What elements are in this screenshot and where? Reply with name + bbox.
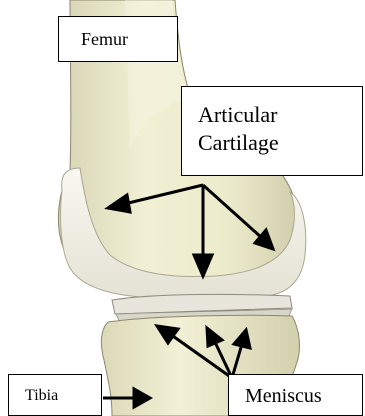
tibia-label: Tibia bbox=[8, 374, 102, 416]
articular-cartilage-label-line1: Articular bbox=[198, 101, 362, 129]
meniscus-label-text: Meniscus bbox=[245, 385, 362, 408]
tibia-label-text: Tibia bbox=[25, 387, 101, 405]
articular-cartilage-label: Articular Cartilage bbox=[181, 86, 363, 176]
articular-cartilage-label-line2: Cartilage bbox=[198, 129, 362, 157]
femur-label-text: Femur bbox=[81, 29, 177, 50]
meniscus-label: Meniscus bbox=[228, 374, 363, 416]
femur-label: Femur bbox=[58, 16, 178, 62]
